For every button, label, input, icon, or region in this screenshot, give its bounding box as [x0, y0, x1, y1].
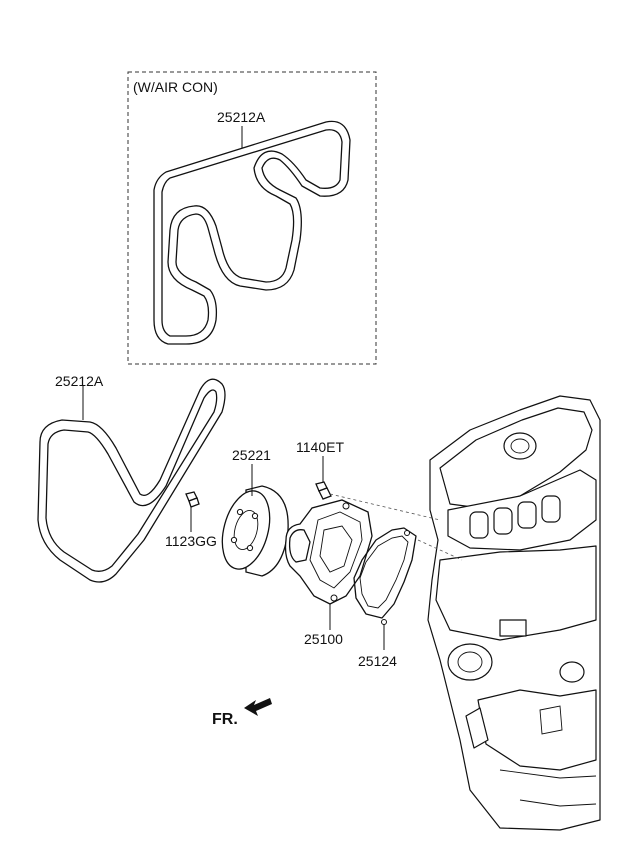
engine-block [427, 395, 601, 831]
front-direction-arrow-icon [244, 698, 272, 716]
label-belt-aircon: 25212A [217, 109, 266, 125]
label-pulley: 25221 [232, 447, 271, 463]
assembly-line-2 [417, 539, 463, 561]
bolt-pump [315, 481, 332, 500]
aircon-option-box [127, 71, 377, 365]
water-pump [284, 499, 373, 605]
pulley [221, 485, 289, 577]
bolt-pulley [185, 491, 200, 508]
label-bolt-pulley: 1123GG [165, 533, 217, 549]
aircon-option-label: (W/AIR CON) [133, 79, 218, 95]
label-bolt-pump: 1140ET [296, 439, 344, 455]
label-gasket: 25124 [358, 653, 397, 669]
belt-aircon [153, 120, 351, 345]
label-belt-standard: 25212A [55, 373, 104, 389]
belt-standard [37, 378, 226, 583]
label-water-pump: 25100 [304, 631, 343, 647]
assembly-line-1 [329, 493, 441, 521]
front-direction-label: FR. [212, 711, 238, 728]
